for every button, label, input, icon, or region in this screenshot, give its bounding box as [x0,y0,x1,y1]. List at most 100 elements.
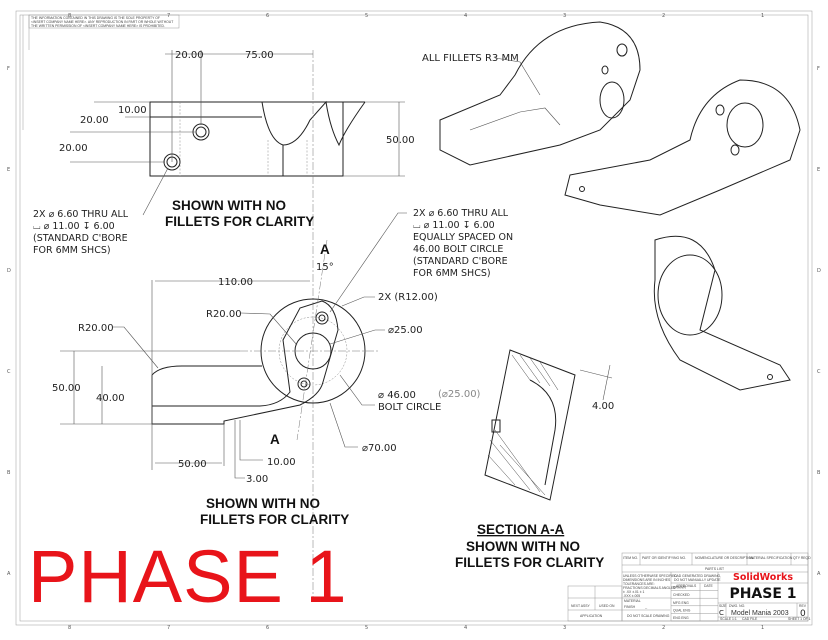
dim-dia25-ref: (⌀25.00) [438,389,481,400]
top-view: 110.00 A A 15° R20.00 R20.00 2X (R12.00)… [52,208,513,527]
zone-row-label: D [7,268,11,274]
material-label: MATERIAL [624,599,641,603]
zone-column-label: 8 [68,625,71,631]
front-view-body [149,101,344,177]
dim-angle: 15° [316,262,334,273]
dim-75: 75.00 [245,50,274,61]
counterbore-hole [192,123,210,141]
front-view: 20.00 75.00 10.00 20.00 20.00 50.00 2X ⌀… [33,50,415,600]
view-caption: SHOWN WITH NO [172,198,286,213]
approval-row-label: ENG ENG [673,616,689,620]
view-caption: FILLETS FOR CLARITY [200,512,349,527]
hole-callout: ⌴ ⌀ 11.00 ↧ 6.00 [413,220,495,231]
parts-list-label: PARTS LIST [705,567,724,571]
title-block: ITEM NO. PART OR IDENTIFYING NO. NOMENCL… [567,552,811,622]
dim-20: 20.00 [80,115,109,126]
no-scale-note: DO NOT SCALE DRAWING [627,614,670,618]
revision: 0 [800,609,806,619]
size-label: SIZE [719,604,727,608]
dim-50: 50.00 [386,135,415,146]
tolerance-note: ± .XX ±.01 ± 1 [623,590,645,594]
dim-r12: 2X (R12.00) [378,292,438,303]
parts-list-header: MATERIAL SPECIFICATION [749,556,793,560]
zone-column-label: 3 [563,13,566,19]
dim-dia25: ⌀25.00 [388,325,423,336]
tolerance-note: UNLESS OTHERWISE SPECIFIED [623,574,677,578]
section-marker: A [270,432,280,447]
section-view: (⌀25.00) 4.00 SECTION A-A SHOWN WITH NO … [438,349,614,570]
parts-list-header: ITEM NO. [623,556,638,560]
approval-row-label: DRAWN [673,586,686,590]
dim-10: 10.00 [267,457,296,468]
zone-column-label: 1 [761,13,764,19]
view-caption: SHOWN WITH NO [206,496,320,511]
size-value: C [719,609,724,617]
dim-3: 3.00 [246,474,268,485]
zone-row-label: E [7,167,10,173]
zone-column-label: 7 [167,625,170,631]
dim-r20: R20.00 [78,323,114,334]
approval-row-label: MFG ENG [673,601,689,605]
dim-20: 20.00 [175,50,204,61]
isometric-views: ALL FILLETS R3 MM [422,21,801,391]
approval-row-label: QUAL ENG [673,608,691,612]
zone-column-label: 5 [365,13,368,19]
dim-50: 50.00 [52,383,81,394]
zone-column-label: 2 [662,625,665,631]
dim-50: 50.00 [178,459,207,470]
zone-row-label: C [817,369,821,375]
zone-row-label: E [817,167,820,173]
parts-list-header: PART OR IDENTIFYING NO. [642,556,686,560]
drawing-number: Model Mania 2003 [731,610,789,617]
cad-note: CAD GENERATED DRAWING, [674,574,721,578]
sheet-number: SHEET 1 OF 1 [788,617,811,621]
tolerance-note: FRACTIONS DECIMALS ANGLES [623,586,676,590]
finish-value: -- [645,606,647,610]
phase-watermark: PHASE 1 [28,535,348,618]
section-outline [484,349,576,501]
approvals-label: APPROVALS [676,584,697,588]
section-marker: A [320,242,330,257]
hole-callout: FOR 6MM SHCS) [33,245,111,256]
hole-callout: EQUALLY SPACED ON [413,232,513,243]
iso-bore [657,254,723,336]
zone-row-label: D [817,268,821,274]
zone-column-label: 6 [266,13,269,19]
proprietary-line: THE WRITTEN PERMISSION OF <INSERT COMPAN… [31,24,165,28]
parts-list-header: QTY REQD [793,556,811,560]
zone-row-label: A [7,571,11,577]
zone-column-label: 1 [761,625,764,631]
zone-column-label: 8 [68,13,71,19]
drawing-title: PHASE 1 [729,586,796,602]
section-title: SECTION A-A [477,522,564,537]
tolerance-note: .XXX ±.005 [623,594,640,598]
bolt-hole [315,311,329,325]
hole-callout: (STANDARD C'BORE [413,256,508,267]
zone-column-label: 7 [167,13,170,19]
dim-110: 110.00 [218,277,253,288]
dim-40: 40.00 [96,393,125,404]
approval-row-label: CHECKED [673,593,690,597]
dwg-no-label: DWG. NO. [729,604,745,608]
proprietary-line: THE INFORMATION CONTAINED IN THIS DRAWIN… [31,16,160,20]
hole-callout: FOR 6MM SHCS) [413,268,491,279]
tolerance-note: DIMENSIONS ARE IN INCHES [623,578,671,582]
proprietary-note: THE INFORMATION CONTAINED IN THIS DRAWIN… [31,16,173,28]
date-label: DATE [704,584,714,588]
fillet-note: ALL FILLETS R3 MM [422,53,519,64]
hole-callout: (STANDARD C'BORE [33,233,128,244]
zone-column-label: 4 [464,13,467,19]
parts-list-header: NOMENCLATURE OR DESCRIPTION [695,556,754,560]
zone-row-label: F [817,66,820,72]
zone-row-label: A [817,571,821,577]
dim-dia70: ⌀70.00 [362,443,397,454]
view-caption: FILLETS FOR CLARITY [455,555,604,570]
proprietary-line: <INSERT COMPANY NAME HERE>. ANY REPRODUC… [31,20,173,24]
zone-column-label: 5 [365,625,368,631]
hole-callout: ⌴ ⌀ 11.00 ↧ 6.00 [33,221,115,232]
zone-row-label: F [7,66,10,72]
bolt-circle-label: BOLT CIRCLE [378,402,441,413]
section-hatching [487,354,559,496]
view-caption: SHOWN WITH NO [466,539,580,554]
